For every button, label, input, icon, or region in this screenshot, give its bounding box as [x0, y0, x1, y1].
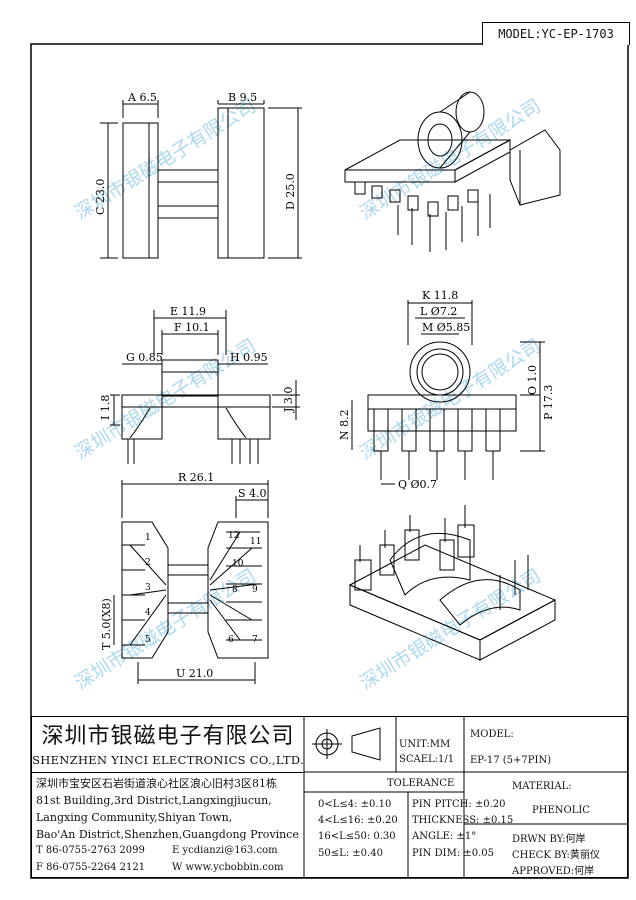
web: W www.ycbobbin.com	[172, 862, 284, 873]
drawn-by: DRWN BY:何岸	[512, 834, 586, 845]
pin-11: 11	[250, 537, 261, 547]
pin-8: 8	[232, 585, 238, 595]
pin-10: 10	[232, 559, 244, 569]
pin-5: 5	[145, 635, 151, 645]
pin-9: 9	[252, 585, 258, 595]
dim-n: N 8.2	[338, 409, 351, 440]
dim-o: O 1.0	[526, 365, 539, 395]
tolerance-left-3: 50≤L: ±0.40	[318, 848, 383, 859]
dim-h: H 0.95	[230, 351, 268, 364]
email: E ycdianzi@163.com	[172, 845, 278, 856]
check-by: CHECK BY:黄丽仪	[512, 850, 600, 861]
tolerance-right-3: PIN DIM: ±0.05	[412, 848, 495, 859]
dim-p: P 17.3	[542, 385, 555, 420]
watermark: 深圳市银磁电子有限公司	[356, 95, 545, 224]
model-header: MODEL:YC-EP-1703	[482, 22, 630, 45]
dim-s: S 4.0	[238, 487, 267, 500]
watermark: 深圳市银磁电子有限公司	[356, 335, 545, 464]
dim-a: A 6.5	[127, 91, 157, 104]
model-value: EP-17 (5+7PIN)	[470, 755, 552, 766]
tel: T 86-0755-2763 2099	[36, 845, 145, 856]
dim-l: L Ø7.2	[420, 305, 457, 318]
tolerance-right-2: ANGLE: ±1°	[412, 831, 477, 842]
dim-d: D 25.0	[284, 173, 297, 210]
material-value: PHENOLIC	[532, 805, 590, 816]
company-name-en: SHENZHEN YINCI ELECTRONICS CO.,LTD.	[32, 753, 304, 767]
pin-12: 12	[228, 531, 239, 541]
tolerance-title: TOLERANCE	[387, 778, 455, 789]
tolerance-right-1: THICKNESS: ±0.15	[412, 815, 514, 826]
dim-i: I 1.8	[99, 395, 112, 420]
pin-1: 1	[145, 533, 151, 543]
pin-numbers: 1 2 3 4 5 6 7 8 9 10 11 12	[145, 531, 261, 645]
material-label: MATERIAL:	[512, 781, 572, 792]
dim-m: M Ø5.85	[422, 321, 470, 334]
bottom-view	[121, 521, 269, 659]
pin-4: 4	[145, 608, 151, 618]
front-view-left	[121, 359, 271, 464]
tolerance-left-1: 4<L≤16: ±0.20	[318, 815, 398, 826]
bobbin-3d-bottom	[348, 505, 557, 661]
tolerance-left-0: 0<L≤4: ±0.10	[318, 799, 392, 810]
dim-r: R 26.1	[178, 471, 214, 484]
company-name-cn: 深圳市银磁电子有限公司	[41, 724, 295, 749]
address-line-1: 81st Building,3rd District,Langxingjiucu…	[36, 794, 272, 807]
address-line-2: Langxing Community,Shiyan Town,	[36, 811, 233, 824]
address-cn: 深圳市宝安区石岩街道浪心社区浪心旧村3区81栋	[36, 777, 277, 790]
front-view-right	[367, 341, 517, 480]
pin-2: 2	[145, 558, 151, 568]
dim-u: U 21.0	[176, 667, 213, 680]
pin-7: 7	[252, 635, 258, 645]
dim-j: J 3.0	[282, 387, 295, 413]
title-block: 深圳市银磁电子有限公司 SHENZHEN YINCI ELECTRONICS C…	[31, 716, 628, 878]
unit: UNIT:MM	[399, 739, 451, 750]
tolerance-right-0: PIN PITCH: ±0.20	[412, 799, 506, 810]
pin-6: 6	[228, 635, 234, 645]
pin-3: 3	[145, 583, 151, 593]
approved-by: APPROVED:何岸	[512, 866, 595, 877]
dim-e: E 11.9	[170, 305, 206, 318]
fax: F 86-0755-2264 2121	[36, 862, 146, 873]
drawing-frame	[30, 43, 629, 879]
dim-c: C 23.0	[94, 179, 107, 215]
dim-k: K 11.8	[422, 289, 458, 302]
scale: SCAEL:1/1	[399, 754, 455, 765]
dim-f: F 10.1	[174, 321, 210, 334]
dim-g: G 0.85	[126, 351, 163, 364]
model-label: MODEL:	[470, 729, 514, 740]
dim-t: T 5.0(X8)	[100, 598, 113, 650]
address-line-3: Bao'An District,Shenzhen,Guangdong Provi…	[36, 828, 299, 841]
side-view-left	[122, 107, 265, 259]
dimension-labels: A 6.5 B 9.5 C 23.0 D 25.0 E 11.9 F 10.1 …	[94, 91, 555, 680]
dim-q: Q Ø0.7	[398, 478, 437, 491]
tolerance-left-2: 16<L≤50: 0.30	[318, 831, 396, 842]
dim-b: B 9.5	[228, 91, 257, 104]
bobbin-3d-top	[344, 91, 561, 252]
